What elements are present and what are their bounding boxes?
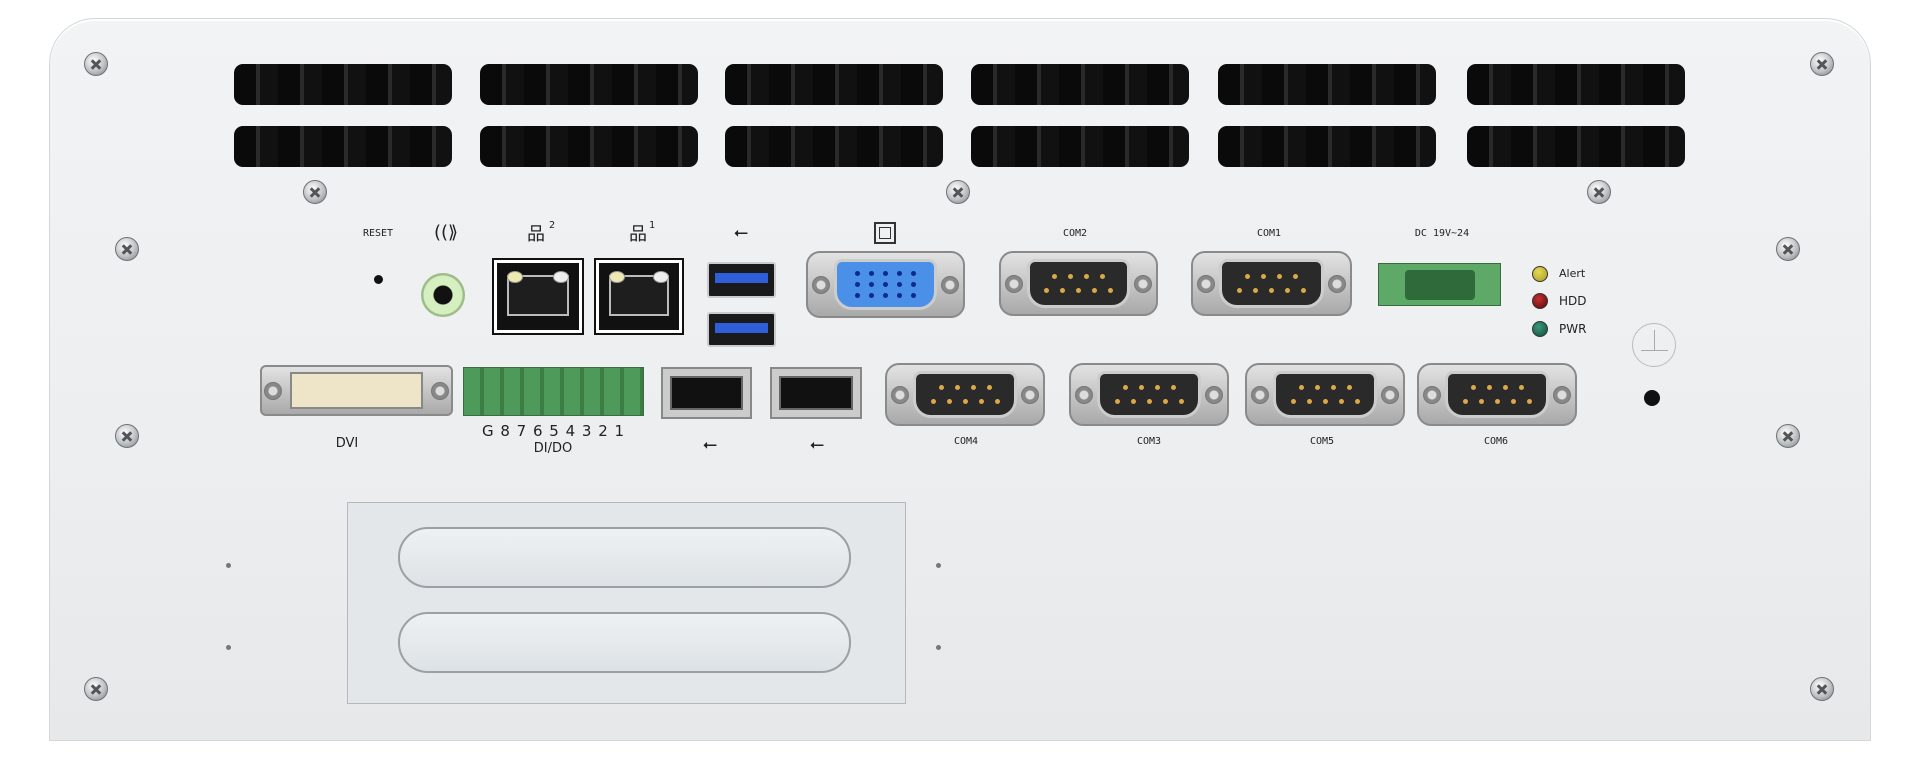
com2-label: COM2: [1062, 228, 1088, 239]
expansion-slot-cover-2: [398, 612, 851, 673]
dvi-label: DVI: [335, 436, 359, 451]
lan-icon: 品: [629, 224, 647, 245]
screw-icon: [84, 52, 108, 76]
ventilation-slot: [234, 126, 452, 167]
screw-icon: [84, 677, 108, 701]
reset-label: RESET: [362, 228, 394, 239]
dio-label: DI/DO: [533, 441, 573, 456]
ventilation-slot: [725, 126, 943, 167]
lan1-label: 1: [648, 220, 656, 231]
mounting-hole: [936, 563, 941, 568]
screw-icon: [115, 237, 139, 261]
pwr-led-label: PWR: [1559, 322, 1587, 336]
ventilation-slot: [971, 126, 1189, 167]
screw-jack: [1423, 386, 1441, 404]
com5-port[interactable]: [1245, 363, 1405, 426]
lan2-label: 2: [548, 220, 556, 231]
hdd-led-label: HDD: [1559, 294, 1587, 308]
screw-jack: [1021, 386, 1039, 404]
com3-port[interactable]: [1069, 363, 1229, 426]
mounting-hole: [226, 645, 231, 650]
ventilation-slot: [971, 64, 1189, 105]
ventilation-slot: [480, 126, 698, 167]
pwr-led: [1532, 321, 1548, 337]
ground-icon: [1632, 323, 1676, 367]
screw-jack: [891, 386, 909, 404]
lan1-port[interactable]: [594, 258, 684, 335]
lan-icon: 品: [527, 224, 545, 245]
screw-icon: [1587, 180, 1611, 204]
audio-icon: ((⟫: [433, 222, 459, 243]
screw-icon: [1810, 677, 1834, 701]
dc-power-connector[interactable]: [1378, 263, 1501, 306]
com1-port[interactable]: [1191, 251, 1352, 316]
dio-terminal-block[interactable]: [463, 367, 644, 416]
screw-jack: [1553, 386, 1571, 404]
ventilation-slot: [1467, 64, 1685, 105]
ventilation-slot: [1218, 126, 1436, 167]
com4-label: COM4: [953, 436, 979, 447]
usb3-port-2[interactable]: [707, 312, 776, 347]
ventilation-slot: [725, 64, 943, 105]
audio-jack[interactable]: [421, 273, 465, 317]
alert-led-label: Alert: [1559, 267, 1586, 280]
ventilation-slot: [1218, 64, 1436, 105]
screw-icon: [946, 180, 970, 204]
monitor-icon: [874, 222, 896, 244]
com2-port[interactable]: [999, 251, 1158, 316]
ventilation-slot: [1467, 126, 1685, 167]
usb2-port-2[interactable]: [770, 367, 862, 419]
ventilation-slot: [234, 64, 452, 105]
com4-port[interactable]: [885, 363, 1045, 426]
com6-label: COM6: [1483, 436, 1509, 447]
hdd-led: [1532, 293, 1548, 309]
dio-pin-labels: G 8 7 6 5 4 3 2 1: [481, 422, 625, 440]
screw-icon: [115, 424, 139, 448]
screw-jack: [1205, 386, 1223, 404]
com6-port[interactable]: [1417, 363, 1577, 426]
mounting-hole: [226, 563, 231, 568]
com3-label: COM3: [1136, 436, 1162, 447]
screw-icon: [1776, 424, 1800, 448]
usb-icon: ⭠: [702, 434, 718, 455]
lan2-port[interactable]: [492, 258, 584, 335]
screw-jack: [1381, 386, 1399, 404]
usb-icon: ⭠: [733, 222, 749, 243]
screw-icon: [1810, 52, 1834, 76]
ventilation-slot: [480, 64, 698, 105]
expansion-slot-cover-1: [398, 527, 851, 588]
usb2-port-1[interactable]: [661, 367, 752, 419]
dc-in-label: DC 19V~24: [1414, 228, 1470, 239]
mounting-hole: [1644, 390, 1660, 406]
reset-button[interactable]: [374, 275, 383, 284]
mounting-hole: [936, 645, 941, 650]
com5-label: COM5: [1309, 436, 1335, 447]
vga-port[interactable]: [806, 251, 965, 318]
screw-icon: [303, 180, 327, 204]
com1-label: COM1: [1256, 228, 1282, 239]
screw-jack: [1251, 386, 1269, 404]
usb3-port-1[interactable]: [707, 262, 776, 298]
screw-icon: [1776, 237, 1800, 261]
usb-icon: ⭠: [809, 434, 825, 455]
dvi-port[interactable]: [260, 365, 453, 416]
alert-led: [1532, 266, 1548, 282]
screw-jack: [1075, 386, 1093, 404]
